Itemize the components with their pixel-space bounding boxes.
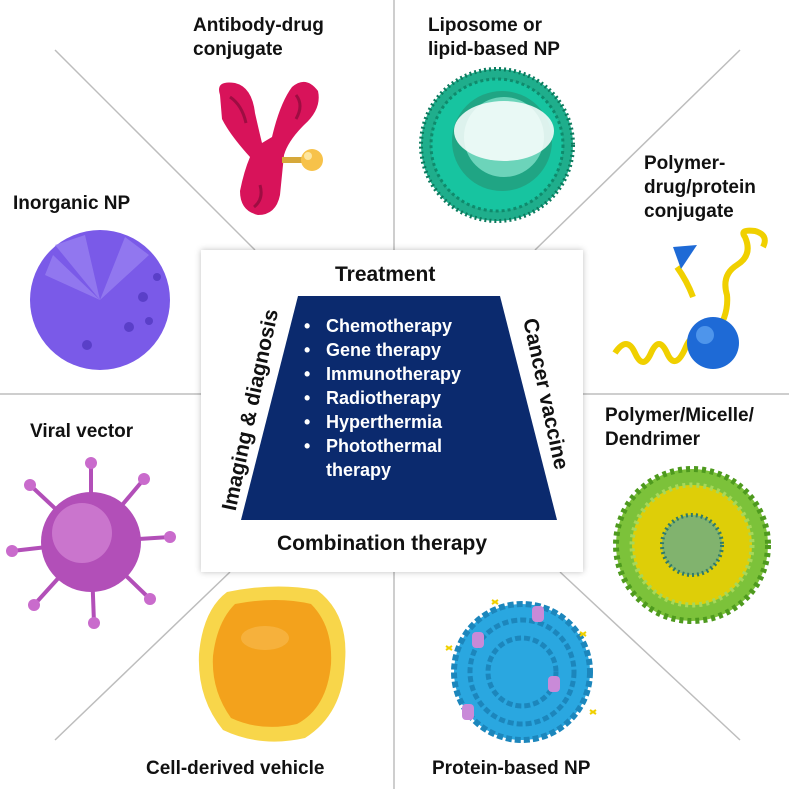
center-top-label: Treatment — [335, 263, 436, 286]
center-panel: Treatment Combination therapy Imaging & … — [201, 250, 583, 572]
label-micelle: Polymer/Micelle/Dendrimer — [605, 405, 754, 450]
inorganic-np-icon — [30, 230, 170, 370]
list-item: Immunotherapy — [304, 362, 461, 386]
list-item: Chemotherapy — [304, 314, 461, 338]
micelle-icon — [613, 466, 771, 624]
list-item: Hyperthermia — [304, 410, 461, 434]
antibody-drug-icon — [219, 81, 323, 215]
list-item: Radiotherapy — [304, 386, 461, 410]
center-bottom-label: Combination therapy — [277, 532, 488, 555]
treatment-list: Chemotherapy Gene therapy Immunotherapy … — [304, 314, 461, 482]
label-inorganic: Inorganic NP — [13, 193, 131, 214]
cell-derived-icon — [198, 586, 346, 742]
viral-vector-icon — [6, 457, 176, 629]
list-item: Gene therapy — [304, 338, 461, 362]
list-item: Photothermal — [304, 434, 461, 458]
polymer-drug-icon — [612, 227, 768, 369]
list-item: therapy — [326, 460, 392, 480]
label-cell-derived: Cell-derived vehicle — [146, 758, 325, 779]
protein-np-icon — [445, 599, 597, 743]
label-viral: Viral vector — [30, 421, 134, 442]
label-protein: Protein-based NP — [432, 758, 591, 779]
liposome-icon — [419, 67, 575, 223]
